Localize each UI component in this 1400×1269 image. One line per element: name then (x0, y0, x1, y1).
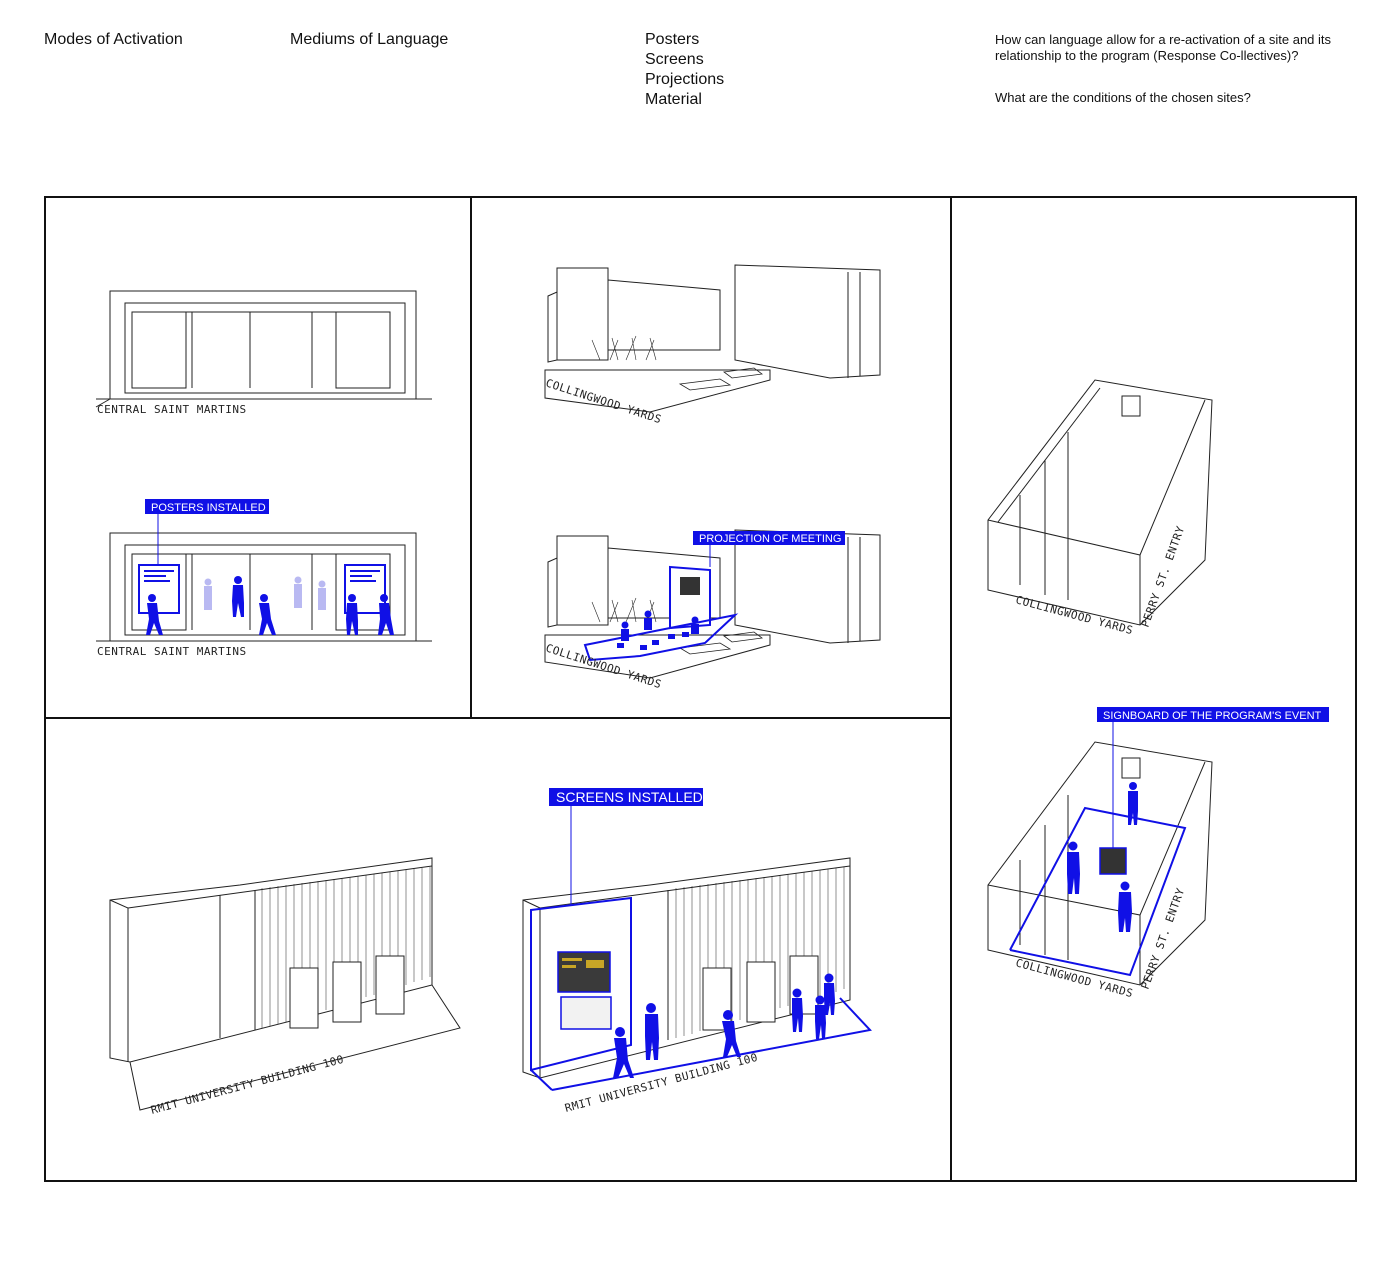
modes-heading: Modes of Activation (44, 31, 183, 48)
people-silhouettes (613, 973, 835, 1078)
research-question: What are the conditions of the chosen si… (995, 90, 1251, 105)
projection-tag (693, 531, 845, 545)
people-silhouettes (146, 576, 394, 635)
signboard (1099, 847, 1127, 875)
site-label: CENTRAL SAINT MARTINS (97, 403, 247, 416)
media-item: Projections (645, 71, 725, 88)
mediums-heading: Mediums of Language (290, 31, 449, 48)
people-silhouettes (617, 610, 699, 650)
signboard-tag (1097, 707, 1329, 722)
media-list: Posters Screens Projections Material (645, 30, 724, 110)
site-label: RMIT UNIVERSITY BUILDING 100 (149, 1053, 345, 1117)
screens-installed-tag (549, 788, 703, 806)
signboard-label: SIGNBOARD OF THE PROGRAM'S EVENT (1103, 710, 1322, 722)
posters-installed-tag (145, 499, 269, 514)
screens-installed-label: SCREENS INSTALLED (556, 789, 703, 805)
people-silhouettes (1067, 782, 1138, 932)
projection-label: PROJECTION OF MEETING (699, 533, 841, 545)
facade-fins (261, 867, 845, 1038)
posters-installed-label: POSTERS INSTALLED (151, 502, 266, 514)
site-label: CENTRAL SAINT MARTINS (97, 645, 247, 658)
media-item: Screens (645, 51, 704, 68)
screen-display (560, 996, 612, 1030)
trees (591, 335, 657, 623)
media-item: Posters (645, 31, 700, 48)
media-item: Material (645, 91, 702, 108)
research-question: How can language allow for a re-activati… (995, 32, 1332, 63)
poster-left (138, 564, 180, 614)
